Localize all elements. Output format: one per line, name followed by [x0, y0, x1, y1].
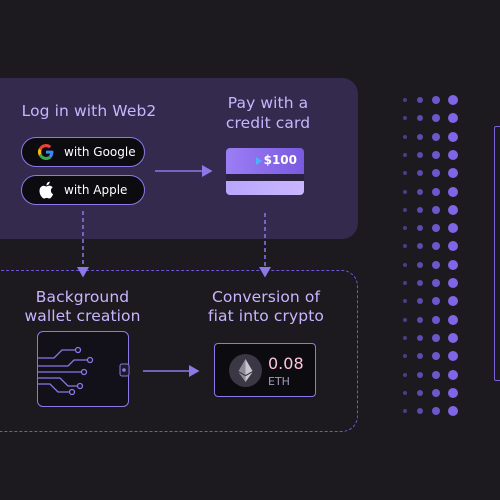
decor-dot — [448, 332, 458, 343]
decor-dot — [432, 96, 440, 104]
login-title: Log in with Web2 — [21, 102, 157, 120]
eth-amount-box: 0.08 ETH — [214, 343, 316, 397]
decor-dot — [417, 133, 423, 140]
decor-dot — [432, 279, 440, 287]
decor-dot — [448, 149, 458, 160]
decor-dot — [417, 316, 423, 323]
decor-dot — [448, 95, 458, 105]
decor-dot — [403, 152, 407, 157]
google-icon — [36, 142, 56, 162]
payment-title-line2: credit card — [225, 114, 311, 132]
decor-dot — [432, 388, 440, 397]
decor-dot — [432, 205, 440, 214]
decor-dot — [417, 151, 423, 158]
decor-dot — [403, 281, 407, 285]
edge-frame — [494, 126, 500, 381]
wallet-title-line2: wallet creation — [24, 307, 141, 325]
decor-dot — [432, 114, 440, 123]
decor-dot — [448, 204, 458, 215]
wallet-circuit-icon — [37, 331, 130, 407]
decor-dot — [448, 223, 458, 234]
apple-label: with Apple — [64, 183, 128, 197]
decor-dot — [403, 299, 407, 304]
decor-dot — [417, 206, 423, 213]
decor-dot — [448, 351, 458, 362]
decor-dot — [432, 169, 440, 178]
decor-dot — [403, 171, 407, 176]
decor-dot — [403, 372, 407, 377]
decor-dot — [417, 188, 423, 195]
decor-dot — [403, 226, 407, 231]
credit-card: $100 — [226, 148, 304, 196]
decor-dot — [403, 317, 407, 322]
decor-dot — [432, 260, 440, 269]
decor-dot — [432, 187, 440, 196]
decor-dot — [417, 243, 423, 250]
decor-dot — [417, 280, 423, 286]
decor-dot — [448, 113, 458, 124]
decor-dot — [448, 369, 458, 380]
decor-dot — [417, 353, 423, 360]
decor-dot — [432, 407, 440, 416]
payment-title-line1: Pay with a — [227, 94, 309, 112]
ethereum-icon — [229, 354, 262, 387]
decor-dot — [403, 98, 407, 102]
decor-dot — [432, 370, 440, 379]
decor-dot — [448, 259, 458, 270]
decor-dot — [417, 115, 423, 122]
decor-dot — [417, 225, 423, 232]
decor-dot — [448, 186, 458, 197]
decor-dot — [417, 389, 423, 396]
background-process-panel — [0, 270, 358, 432]
eth-value: 0.08 — [268, 354, 304, 373]
decor-dot — [417, 408, 423, 415]
decor-dot — [432, 242, 440, 251]
decor-dot — [403, 207, 407, 212]
decor-dot — [417, 371, 423, 378]
decor-dot — [403, 116, 407, 121]
decor-dot — [448, 241, 458, 252]
decor-dot — [432, 315, 440, 324]
google-label: with Google — [64, 145, 136, 159]
conversion-title-line1: Conversion of — [211, 288, 321, 306]
decor-dot — [403, 262, 407, 267]
decor-dot — [448, 296, 458, 307]
decor-dot — [448, 406, 458, 417]
decor-dot — [417, 170, 423, 177]
wallet-title-line1: Background — [35, 288, 130, 306]
decor-dot — [417, 97, 423, 103]
decor-dot — [403, 134, 407, 139]
decor-dot — [403, 244, 407, 249]
decor-dot — [417, 298, 423, 305]
decor-dot — [403, 354, 407, 359]
decor-dot — [417, 261, 423, 268]
decor-dot — [432, 297, 440, 306]
decor-dot — [403, 409, 407, 414]
decor-dot — [432, 150, 440, 159]
decor-dot — [432, 352, 440, 361]
apple-icon — [36, 180, 56, 200]
play-triangle-icon — [256, 157, 262, 165]
decor-dot — [448, 131, 458, 142]
decor-dot — [403, 335, 407, 340]
decor-dot — [432, 224, 440, 233]
google-login-button[interactable]: with Google — [21, 137, 145, 167]
eth-unit: ETH — [268, 375, 290, 388]
decor-dot — [448, 168, 458, 179]
payment-amount: $100 — [263, 153, 297, 167]
apple-login-button[interactable]: with Apple — [21, 175, 145, 205]
decor-dot — [432, 333, 440, 342]
decor-dot — [417, 334, 423, 341]
decor-dot — [448, 314, 458, 325]
conversion-title-line2: fiat into crypto — [208, 307, 324, 325]
decor-dot — [403, 390, 407, 395]
decor-dot — [403, 189, 407, 194]
decor-dot — [448, 278, 458, 288]
decor-dot — [432, 132, 440, 141]
decor-dot — [448, 387, 458, 398]
